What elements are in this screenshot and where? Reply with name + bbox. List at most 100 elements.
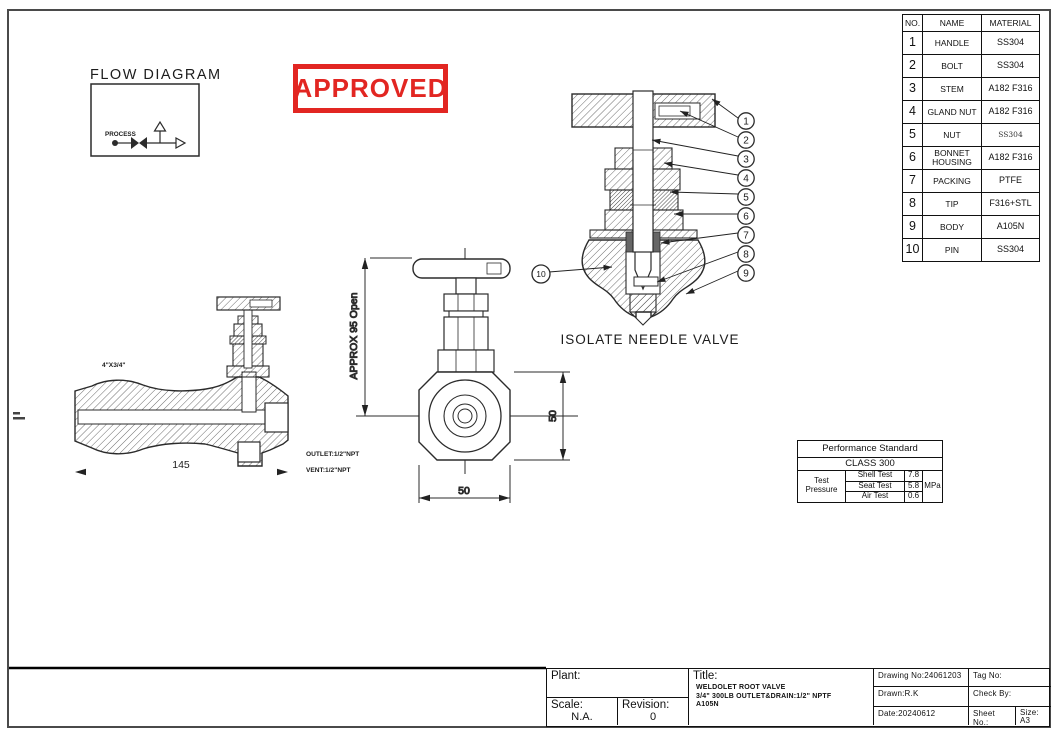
part-material: A182 F316 <box>981 146 1040 170</box>
dim-50-width: 50 <box>418 465 511 503</box>
tag-no-cell: Tag No: <box>969 669 1051 687</box>
process-label: PROCESS <box>105 131 136 138</box>
balloon-2 <box>737 131 755 149</box>
balloon-1 <box>737 112 755 130</box>
test-pressure-header: Test Pressure <box>797 470 846 503</box>
performance-table: Performance Standard CLASS 300 Test Pres… <box>796 440 944 503</box>
title-line-1: WELDOLET ROOT VALVE <box>696 684 786 691</box>
part-name: BONNET HOUSING <box>922 146 982 170</box>
part-no: 3 <box>902 77 923 101</box>
section-caption: ISOLATE NEEDLE VALVE <box>560 332 739 347</box>
parts-header-name: NAME <box>922 14 982 32</box>
vent-port <box>237 441 261 463</box>
parts-header-material: MATERIAL <box>981 14 1040 32</box>
part-no: 9 <box>902 215 923 239</box>
part-name: TIP <box>922 192 982 216</box>
balloon-3-number: 3 <box>743 155 749 166</box>
part-name: BODY <box>922 215 982 239</box>
revision-label: Revision: <box>622 699 670 711</box>
sheet-no-cell: Sheet No.: <box>969 707 1016 727</box>
weldolet-size-label: 4"X3/4" <box>102 362 125 369</box>
check-by-cell: Check By: <box>969 687 1051 707</box>
part-material: A182 F316 <box>981 100 1040 124</box>
front-view: APPROX 95 Open 50 50 <box>348 248 578 503</box>
test-unit: MPa <box>921 470 944 503</box>
scale-cell: Scale: N.A. <box>547 698 618 725</box>
scale-label: Scale: <box>551 699 583 711</box>
part-material: SS304 <box>981 54 1040 78</box>
drawn-cell: Drawn:R.K <box>874 687 969 707</box>
part-no: 7 <box>902 169 923 193</box>
part-name: NUT <box>922 123 982 147</box>
valve-symbol <box>112 120 187 150</box>
seat-passage <box>241 371 257 413</box>
part-no: 6 <box>902 146 923 170</box>
length-dim-text: 145 <box>172 459 190 471</box>
title-line-2: 3/4" 300LB OUTLET&DRAIN:1/2" NPTF <box>696 692 832 700</box>
part-material: A105N <box>981 215 1040 239</box>
bore-passage <box>77 409 266 425</box>
centering-mark <box>13 412 20 415</box>
balloon-4 <box>737 169 755 187</box>
title-label: Title: <box>693 670 718 682</box>
size-value: A3 <box>1020 716 1031 725</box>
balloon-3 <box>737 150 755 168</box>
part-name: HANDLE <box>922 31 982 55</box>
parts-header-row: NO. NAME MATERIAL <box>902 14 1040 32</box>
stem-section <box>632 90 654 253</box>
bonnet-stack <box>216 296 281 378</box>
body-height-dim-text: 50 <box>547 410 559 422</box>
part-no: 10 <box>902 238 923 262</box>
plant-cell: Plant: <box>547 669 689 698</box>
balloon-9 <box>737 264 755 282</box>
part-material: PTFE <box>981 169 1040 193</box>
parts-header-no: NO. <box>902 14 923 32</box>
flow-diagram-box <box>90 83 200 157</box>
octagon-body <box>418 371 511 461</box>
body-width-dim-text: 50 <box>458 485 470 497</box>
balloon-2-number: 2 <box>743 136 749 147</box>
outlet-label: OUTLET:1/2"NPT <box>306 451 359 458</box>
test-value: 0.6 <box>904 491 923 503</box>
svg-text:OUTLET:1/2"NPT: OUTLET:1/2"NPT <box>306 451 359 458</box>
side-view: 145 4"X3/4" OUTLET:1/2"NPT VENT:1/2"NPT <box>74 296 359 476</box>
balloon-1-number: 1 <box>743 117 749 128</box>
performance-title: Performance Standard <box>796 440 944 458</box>
test-name: Air Test <box>845 491 905 503</box>
tip-section <box>633 276 659 287</box>
part-material: F316+STL <box>981 192 1040 216</box>
outlet-port <box>264 402 289 433</box>
svg-text:4"X3/4": 4"X3/4" <box>102 362 125 369</box>
part-no: 2 <box>902 54 923 78</box>
date-cell: Date:20240612 <box>874 707 969 725</box>
part-material: SS304 <box>981 123 1040 147</box>
test-name: Seat Test <box>845 480 905 492</box>
title-cell: Title: WELDOLET ROOT VALVE 3/4" 300LB OU… <box>689 669 874 725</box>
flow-diagram-title: FLOW DIAGRAM <box>90 67 222 83</box>
performance-class: CLASS 300 <box>796 457 944 471</box>
svg-text:VENT:1/2"NPT: VENT:1/2"NPT <box>306 467 351 474</box>
revision-value: 0 <box>649 711 657 723</box>
part-no: 1 <box>902 31 923 55</box>
test-value: 5.8 <box>904 480 923 492</box>
approved-stamp: APPROVED <box>293 64 448 113</box>
test-name: Shell Test <box>845 470 905 482</box>
gland-nut-front <box>443 293 489 312</box>
part-name: PIN <box>922 238 982 262</box>
bolt-section <box>658 105 691 117</box>
stem-side <box>243 309 253 369</box>
balloon-10-number: 10 <box>536 269 546 279</box>
balloon-10 <box>531 264 551 284</box>
